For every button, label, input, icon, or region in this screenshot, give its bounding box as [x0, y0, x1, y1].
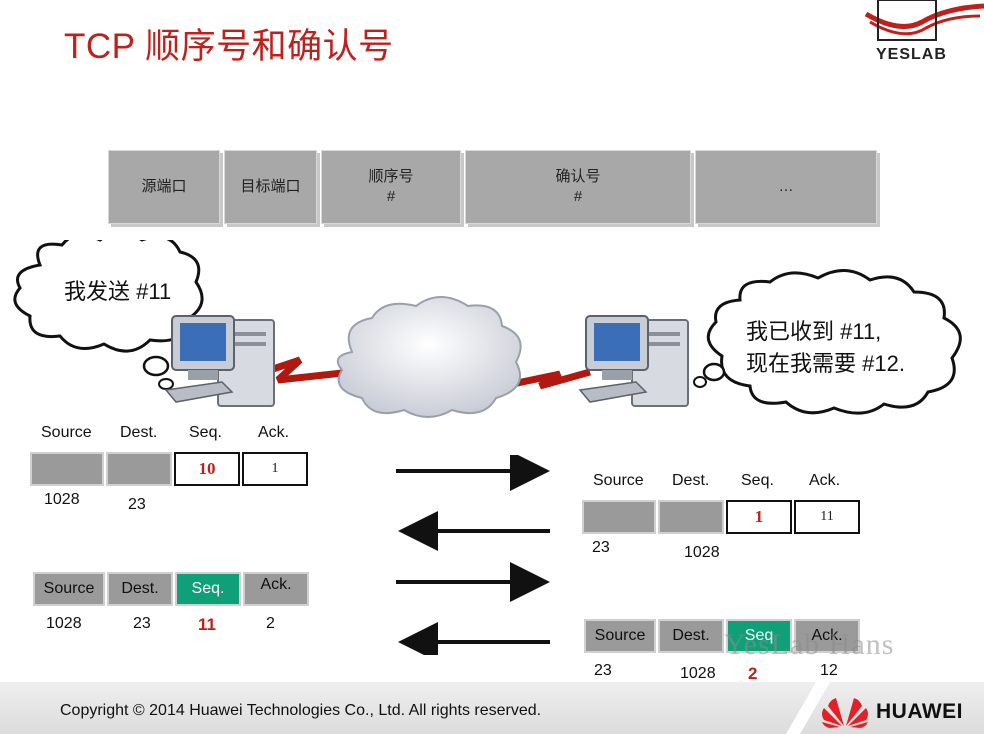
p3-label-seq: Seq.: [191, 580, 225, 597]
p1-ack-value: 1: [271, 461, 279, 476]
p2-dest-field: [658, 500, 724, 534]
p2-ack-value: 11: [820, 509, 834, 524]
field-sequence-number: 顺序号 #: [321, 150, 461, 224]
p2-seq-value: 1: [754, 507, 764, 526]
p3-dest-field: Dest.: [107, 572, 173, 606]
computer-right-icon: [578, 315, 689, 407]
p4-label-source: Source: [594, 627, 646, 644]
p4-label-ack: Ack.: [811, 627, 843, 644]
p1-seq-field: 10: [174, 452, 240, 486]
field-label: 顺序号: [368, 168, 414, 185]
p2-source-value: 23: [592, 539, 610, 556]
field-label-hash: #: [573, 188, 583, 205]
right-thought-bubble: [693, 269, 962, 415]
copyright-text: Copyright © 2014 Huawei Technologies Co.…: [60, 702, 542, 719]
p2-label-seq: Seq.: [741, 472, 774, 489]
p3-ack-field: Ack.: [243, 572, 309, 606]
field-label: 源端口: [141, 178, 187, 195]
p1-label-seq: Seq.: [189, 424, 222, 441]
p4-ack-value: 12: [820, 662, 838, 679]
p4-ack-field: Ack.: [794, 619, 860, 653]
p2-label-source: Source: [593, 472, 644, 489]
p3-seq-field: Seq.: [175, 572, 241, 606]
p3-label-dest: Dest.: [121, 580, 159, 597]
left-bubble-text: 我发送 #11: [64, 279, 172, 304]
p4-seq-value: 2: [748, 664, 758, 683]
field-label: 目标端口: [240, 178, 301, 195]
p1-label-dest: Dest.: [120, 424, 158, 441]
p4-dest-field: Dest.: [658, 619, 724, 653]
p2-label-dest: Dest.: [672, 472, 710, 489]
field-dest-port: 目标端口: [224, 150, 317, 224]
watermark: YesLab Hans: [724, 628, 895, 661]
p3-source-field: Source: [33, 572, 105, 606]
p4-label-seq: Seq: [744, 627, 774, 644]
p3-dest-value: 23: [133, 615, 151, 632]
p3-source-value: 1028: [46, 615, 82, 632]
field-label: 确认号: [555, 168, 601, 185]
p3-ack-value: 2: [266, 615, 275, 632]
p4-source-field: Source: [584, 619, 656, 653]
computer-left-icon: [164, 315, 275, 407]
p1-source-value: 1028: [44, 491, 80, 508]
field-more: …: [695, 150, 877, 224]
p3-seq-value: 11: [198, 615, 216, 634]
field-label: …: [778, 178, 794, 195]
p2-ack-field: 11: [794, 500, 860, 534]
p1-source-field: [30, 452, 104, 486]
p1-label-ack: Ack.: [258, 424, 290, 441]
p2-source-field: [582, 500, 656, 534]
page-title: TCP 顺序号和确认号: [64, 27, 394, 66]
p2-dest-value: 1028: [684, 544, 720, 561]
p1-ack-field: 1: [242, 452, 308, 486]
p4-source-value: 23: [594, 662, 612, 679]
p4-seq-field: Seq: [726, 619, 792, 653]
p4-label-dest: Dest.: [672, 627, 710, 644]
field-source-port: 源端口: [108, 150, 220, 224]
p1-dest-field: [106, 452, 172, 486]
right-bubble-line2: 现在我需要 #12.: [746, 351, 905, 376]
p2-seq-field: 1: [726, 500, 792, 534]
network-diagram: [13, 240, 962, 418]
network-cloud-icon: [336, 296, 522, 418]
footer-divider-stripe: [786, 682, 830, 734]
p1-label-source: Source: [41, 424, 92, 441]
right-bubble-line1: 我已收到 #11,: [746, 319, 882, 344]
huawei-logo-icon: [822, 698, 868, 728]
p3-label-ack: Ack.: [260, 576, 292, 593]
yeslab-logo-text: YESLAB: [876, 46, 947, 63]
p3-label-source: Source: [43, 580, 95, 597]
arrows-group: [396, 455, 550, 655]
yeslab-logo: YESLAB: [860, 0, 984, 70]
huawei-brand-text: HUAWEI: [876, 700, 963, 723]
yeslab-logo-mark: [864, 0, 984, 41]
p2-label-ack: Ack.: [809, 472, 841, 489]
p1-seq-value: 10: [198, 459, 216, 478]
p1-dest-value: 23: [128, 496, 146, 513]
field-label-hash: #: [386, 188, 396, 205]
p4-dest-value: 1028: [680, 665, 716, 682]
serial-link-right: [507, 368, 591, 390]
field-ack-number: 确认号 #: [465, 150, 691, 224]
